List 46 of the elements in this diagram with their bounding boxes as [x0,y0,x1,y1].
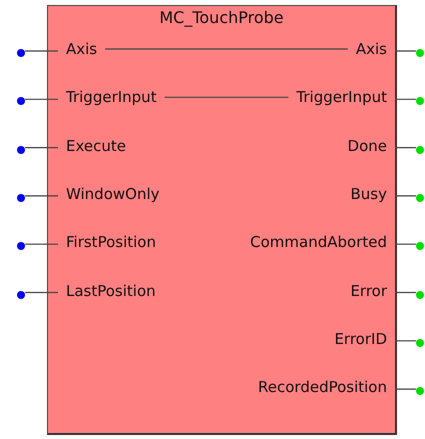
pin-name: TriggerInput [288,87,395,108]
pin-dot [416,49,424,57]
pin-dot [416,387,424,396]
pin-dot [17,146,25,154]
connector-line [395,195,416,196]
pin-dot [17,290,25,298]
connector-line [395,147,416,148]
block-title: MC_TouchProbe [158,8,285,27]
pin-dot [416,338,424,347]
connector-line [395,50,416,52]
pin-name: WindowOnly [58,184,168,204]
connector-line [395,244,416,245]
pin-dot [17,242,25,250]
pin-name: Axis [58,39,106,59]
connector-line [25,195,58,196]
connector-line [395,98,416,100]
pin-name: CommandAborted [242,232,395,252]
connector-line [395,292,416,294]
connector-line [164,96,288,98]
connector-line [395,388,416,390]
pin-name: ErrorID [326,328,395,349]
connector-line [395,340,416,342]
function-block [47,5,397,435]
pin-name: TriggerInput [58,87,165,108]
connector-line [25,98,58,100]
connector-line [25,147,58,148]
pin-name: Done [340,136,395,156]
pin-dot [416,290,424,298]
pin-dot [17,97,25,106]
pin-dot [416,242,424,250]
pin-dot [416,146,424,154]
pin-name: RecordedPosition [250,377,395,398]
pin-name: Axis [348,39,395,59]
pin-dot [416,194,424,202]
pin-name: Busy [342,184,395,204]
pin-name: FirstPosition [58,232,164,252]
pin-dot [416,97,424,106]
connector-line [105,48,348,50]
pin-dot [17,49,25,57]
connector-line [25,50,58,52]
connector-line [25,244,58,245]
pin-name: Execute [58,136,134,156]
connector-line [25,292,58,294]
pin-name: Error [342,280,395,300]
pin-name: LastPosition [58,280,164,300]
pin-dot [17,194,25,202]
